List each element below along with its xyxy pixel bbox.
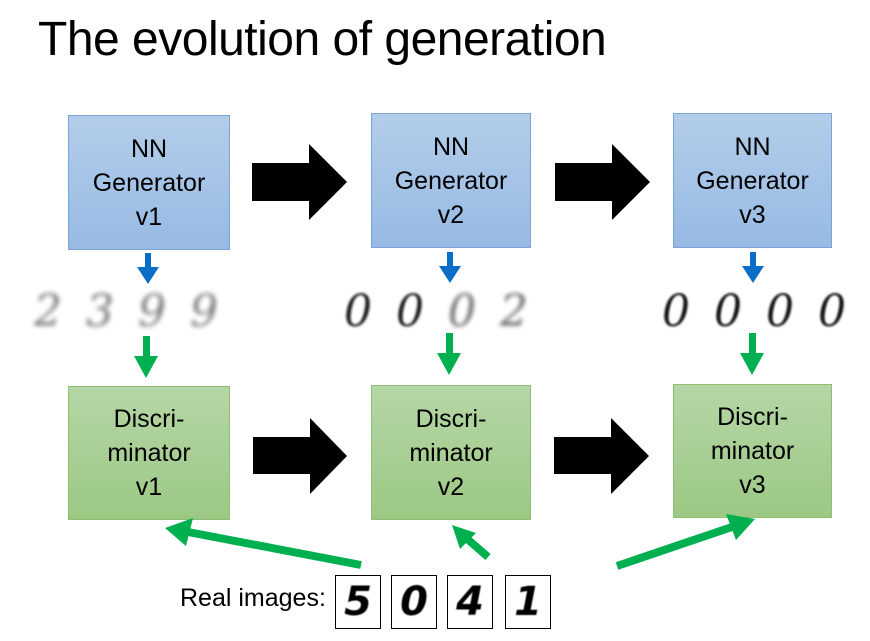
generate-arrow-v1: [137, 253, 159, 284]
sample-digit: 0: [662, 286, 690, 337]
discriminator-v2-line2: minator: [409, 438, 493, 467]
real-to-discriminator-v3-line: [615, 523, 734, 570]
real-digit: 1: [514, 579, 542, 625]
real-to-discriminator-v2-head: [452, 525, 476, 549]
generator-v3-line3: v3: [739, 200, 766, 229]
evaluate-arrow-v1: [134, 336, 158, 378]
evaluate-arrow-v3: [740, 333, 764, 375]
sample-digit: 2: [34, 286, 62, 337]
generator-v1-line2: Generator: [92, 168, 206, 197]
discriminator-v2-line3: v2: [437, 472, 465, 501]
discriminator-v3-line2: minator: [710, 437, 795, 465]
discriminator-v3-box: Discri- minator v3: [673, 384, 832, 518]
real-digit: 5: [344, 579, 372, 625]
sample-digit: 0: [396, 286, 424, 337]
evaluate-arrow-v2: [437, 333, 461, 375]
evolution-arrow-discriminator-v1-v2: [253, 418, 347, 494]
sample-digit: 0: [448, 286, 476, 337]
sample-digit: 3: [86, 286, 114, 337]
real-to-discriminator-v1-head: [165, 518, 193, 546]
evolution-arrow-generator-v2-v3: [555, 144, 650, 220]
real-to-discriminator-v3-head: [726, 514, 755, 540]
generated-samples-v1: 2 3 9 9: [22, 282, 230, 342]
sample-digit: 2: [500, 286, 528, 337]
discriminator-v1-line1: Discri-: [113, 405, 185, 433]
generator-v3-line2: Generator: [696, 166, 809, 195]
generate-arrow-v2: [439, 252, 461, 283]
real-image: 4: [447, 575, 493, 629]
sample-digit: 0: [344, 286, 372, 337]
real-to-discriminator-v1-line: [187, 528, 362, 569]
discriminator-v1-line2: minator: [107, 439, 191, 467]
real-image: 5: [335, 575, 381, 629]
generator-v3-line1: NN: [734, 132, 771, 161]
generated-samples-v2: 0 0 0 2: [332, 282, 540, 342]
generator-v1-line1: NN: [130, 134, 168, 163]
generate-arrow-v3: [742, 252, 764, 283]
sample-digit: 0: [714, 286, 742, 337]
generator-v2-line1: NN: [432, 132, 470, 161]
page-title: The evolution of generation: [38, 13, 607, 66]
discriminator-v1-line3: v1: [135, 473, 163, 501]
sample-digit: 9: [190, 286, 218, 337]
evolution-arrow-discriminator-v2-v3: [554, 418, 649, 494]
generator-v2-line3: v2: [437, 200, 465, 229]
discriminator-v3-line1: Discri-: [717, 403, 788, 431]
generated-samples-v3: 0 0 0 0: [650, 282, 858, 342]
generator-v3-box: NN Generator v3: [673, 113, 832, 248]
real-image: 0: [391, 575, 437, 629]
discriminator-v2-box: Discri- minator v2: [371, 385, 531, 520]
real-to-discriminator-v2-line: [462, 533, 491, 561]
evolution-arrow-generator-v1-v2: [252, 144, 347, 220]
generator-v2-line2: Generator: [394, 166, 508, 195]
generator-v1-box: NN Generator v1: [68, 115, 230, 250]
real-images-label: Real images:: [180, 584, 326, 612]
sample-digit: 0: [818, 286, 846, 337]
sample-digit: 9: [138, 286, 166, 337]
real-digit: 0: [400, 579, 428, 625]
discriminator-v2-line1: Discri-: [415, 404, 487, 433]
sample-digit: 0: [766, 286, 794, 337]
real-digit: 4: [456, 579, 484, 625]
generator-v1-line3: v1: [135, 202, 163, 231]
discriminator-v1-box: Discri- minator v1: [68, 386, 230, 520]
generator-v2-box: NN Generator v2: [371, 113, 531, 248]
discriminator-v3-line3: v3: [739, 471, 766, 499]
real-image: 1: [505, 575, 551, 629]
